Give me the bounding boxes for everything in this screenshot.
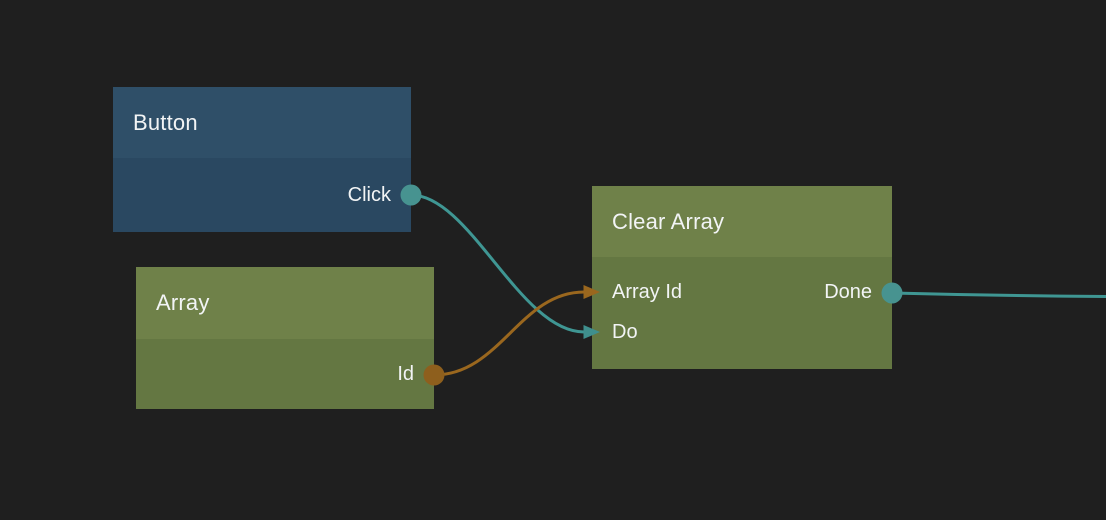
node-clear-array[interactable]: Clear Array Array Id Done Do [592,186,892,369]
port-row-id: Id [136,354,434,394]
port-row-array-id-done: Array Id Done [592,272,892,312]
node-clear-array-body: Array Id Done Do [592,257,892,369]
port-row-do: Do [592,312,892,352]
port-label-id: Id [397,362,414,385]
node-array[interactable]: Array Id [136,267,434,409]
node-button-header[interactable]: Button [113,87,411,158]
node-array-header[interactable]: Array [136,267,434,339]
port-label-array-id: Array Id [612,280,683,303]
node-button-title: Button [133,109,198,135]
node-clear-array-title: Clear Array [612,208,725,234]
node-clear-array-header[interactable]: Clear Array [592,186,892,257]
wire-clear-array-done-to-offscreen[interactable] [890,291,1106,298]
port-label-click: Click [347,183,391,206]
node-button[interactable]: Button Click [113,87,411,232]
wire-button-click-to-clear-array-do[interactable] [409,193,586,334]
node-array-title: Array [156,290,210,315]
port-label-do: Do [612,320,638,343]
wire-array-id-to-clear-array-array-id[interactable] [432,290,586,377]
node-array-body: Id [136,339,434,409]
node-button-body: Click [113,158,411,232]
port-label-done: Done [824,280,872,303]
port-row-click: Click [113,175,411,215]
